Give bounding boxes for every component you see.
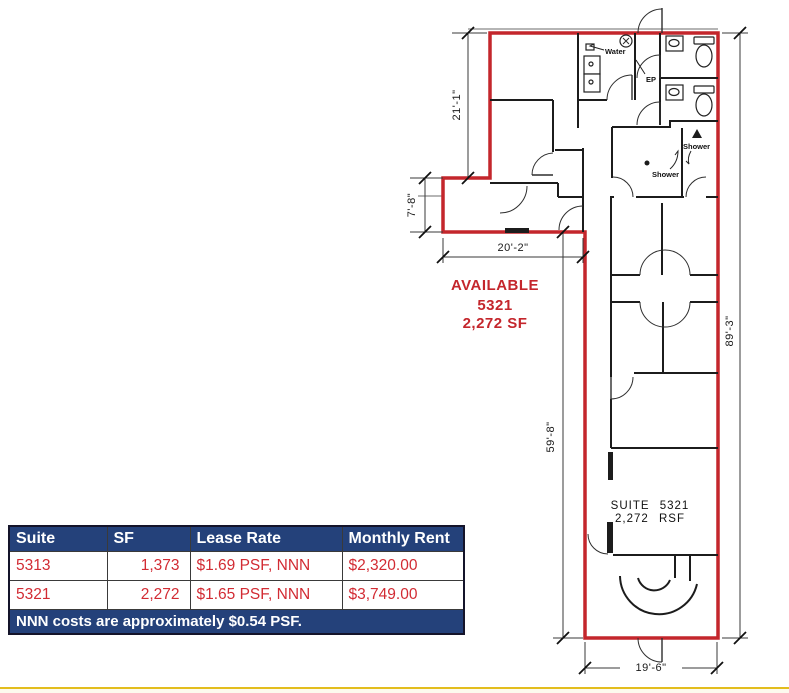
- table-header-row: Suite SF Lease Rate Monthly Rent: [8, 525, 465, 552]
- dim-upper-left-vertical: 21'-1": [451, 89, 463, 120]
- sf-cell: 1,373: [106, 551, 191, 581]
- col-header-suite: Suite: [8, 525, 108, 552]
- water-heater-icon: [619, 34, 633, 48]
- sink-icon: [665, 84, 684, 101]
- dim-bottom-horizontal: 19'-6": [635, 662, 666, 674]
- toilet-icon: [693, 36, 715, 68]
- monthly-rent-cell: $2,320.00: [341, 551, 465, 581]
- lease-rate-cell: $1.65 PSF, NNN: [189, 580, 343, 610]
- suite-outline: [441, 31, 720, 640]
- sink-icon: [665, 35, 684, 52]
- col-header-sf: SF: [106, 525, 191, 552]
- door-swings: [499, 8, 707, 663]
- suite-label: SUITE 5321 2,272 RSF: [611, 500, 690, 525]
- svg-text:2,272 RSF: 2,272 RSF: [615, 513, 685, 525]
- suite-cell: 5313: [8, 551, 108, 581]
- bottom-gold-band: [0, 689, 789, 693]
- available-label: AVAILABLE 5321 2,272 SF: [451, 277, 539, 332]
- plan-annotations: Water Shower Shower EP: [588, 43, 710, 179]
- ep-label: EP: [646, 75, 656, 84]
- table-row: 5313 1,373 $1.69 PSF, NNN $2,320.00: [8, 551, 465, 581]
- svg-text:AVAILABLE: AVAILABLE: [451, 277, 539, 294]
- dimension-lines: [410, 26, 748, 675]
- sf-cell: 2,272: [106, 580, 191, 610]
- svg-text:5321: 5321: [477, 297, 512, 314]
- shower-label-upper: Shower: [683, 142, 710, 151]
- interior-walls: [490, 33, 718, 556]
- shower-drain-icon: [644, 160, 650, 166]
- fixtures: [583, 34, 715, 616]
- col-header-lease-rate: Lease Rate: [189, 525, 343, 552]
- monthly-rent-cell: $3,749.00: [341, 580, 465, 610]
- dim-notch-vertical: 7'-8": [406, 193, 418, 217]
- svg-text:2,272 SF: 2,272 SF: [463, 315, 528, 332]
- shower-label-lower: Shower: [652, 170, 679, 179]
- suite-cell: 5321: [8, 580, 108, 610]
- table-footer-note-row: NNN costs are approximately $0.54 PSF.: [8, 609, 465, 635]
- shower-head-icon: [692, 129, 702, 138]
- bottom-gold-rule: [0, 687, 789, 689]
- lease-rate-table: Suite SF Lease Rate Monthly Rent 5313 1,…: [8, 525, 465, 635]
- col-header-monthly-rent: Monthly Rent: [341, 525, 465, 552]
- water-label: Water: [605, 47, 626, 56]
- curved-wall: [619, 556, 698, 616]
- svg-text:SUITE 5321: SUITE 5321: [611, 500, 690, 512]
- dim-corridor-vertical: 59'-8": [545, 421, 557, 452]
- lease-rate-cell: $1.69 PSF, NNN: [189, 551, 343, 581]
- toilet-icon: [693, 85, 715, 117]
- nnn-note: NNN costs are approximately $0.54 PSF.: [8, 609, 465, 635]
- dim-notch-horizontal: 20'-2": [497, 242, 528, 254]
- cabinet-sink-icon: [583, 55, 601, 93]
- table-row: 5321 2,272 $1.65 PSF, NNN $3,749.00: [8, 580, 465, 610]
- dim-right-vertical: 89'-3": [724, 315, 736, 346]
